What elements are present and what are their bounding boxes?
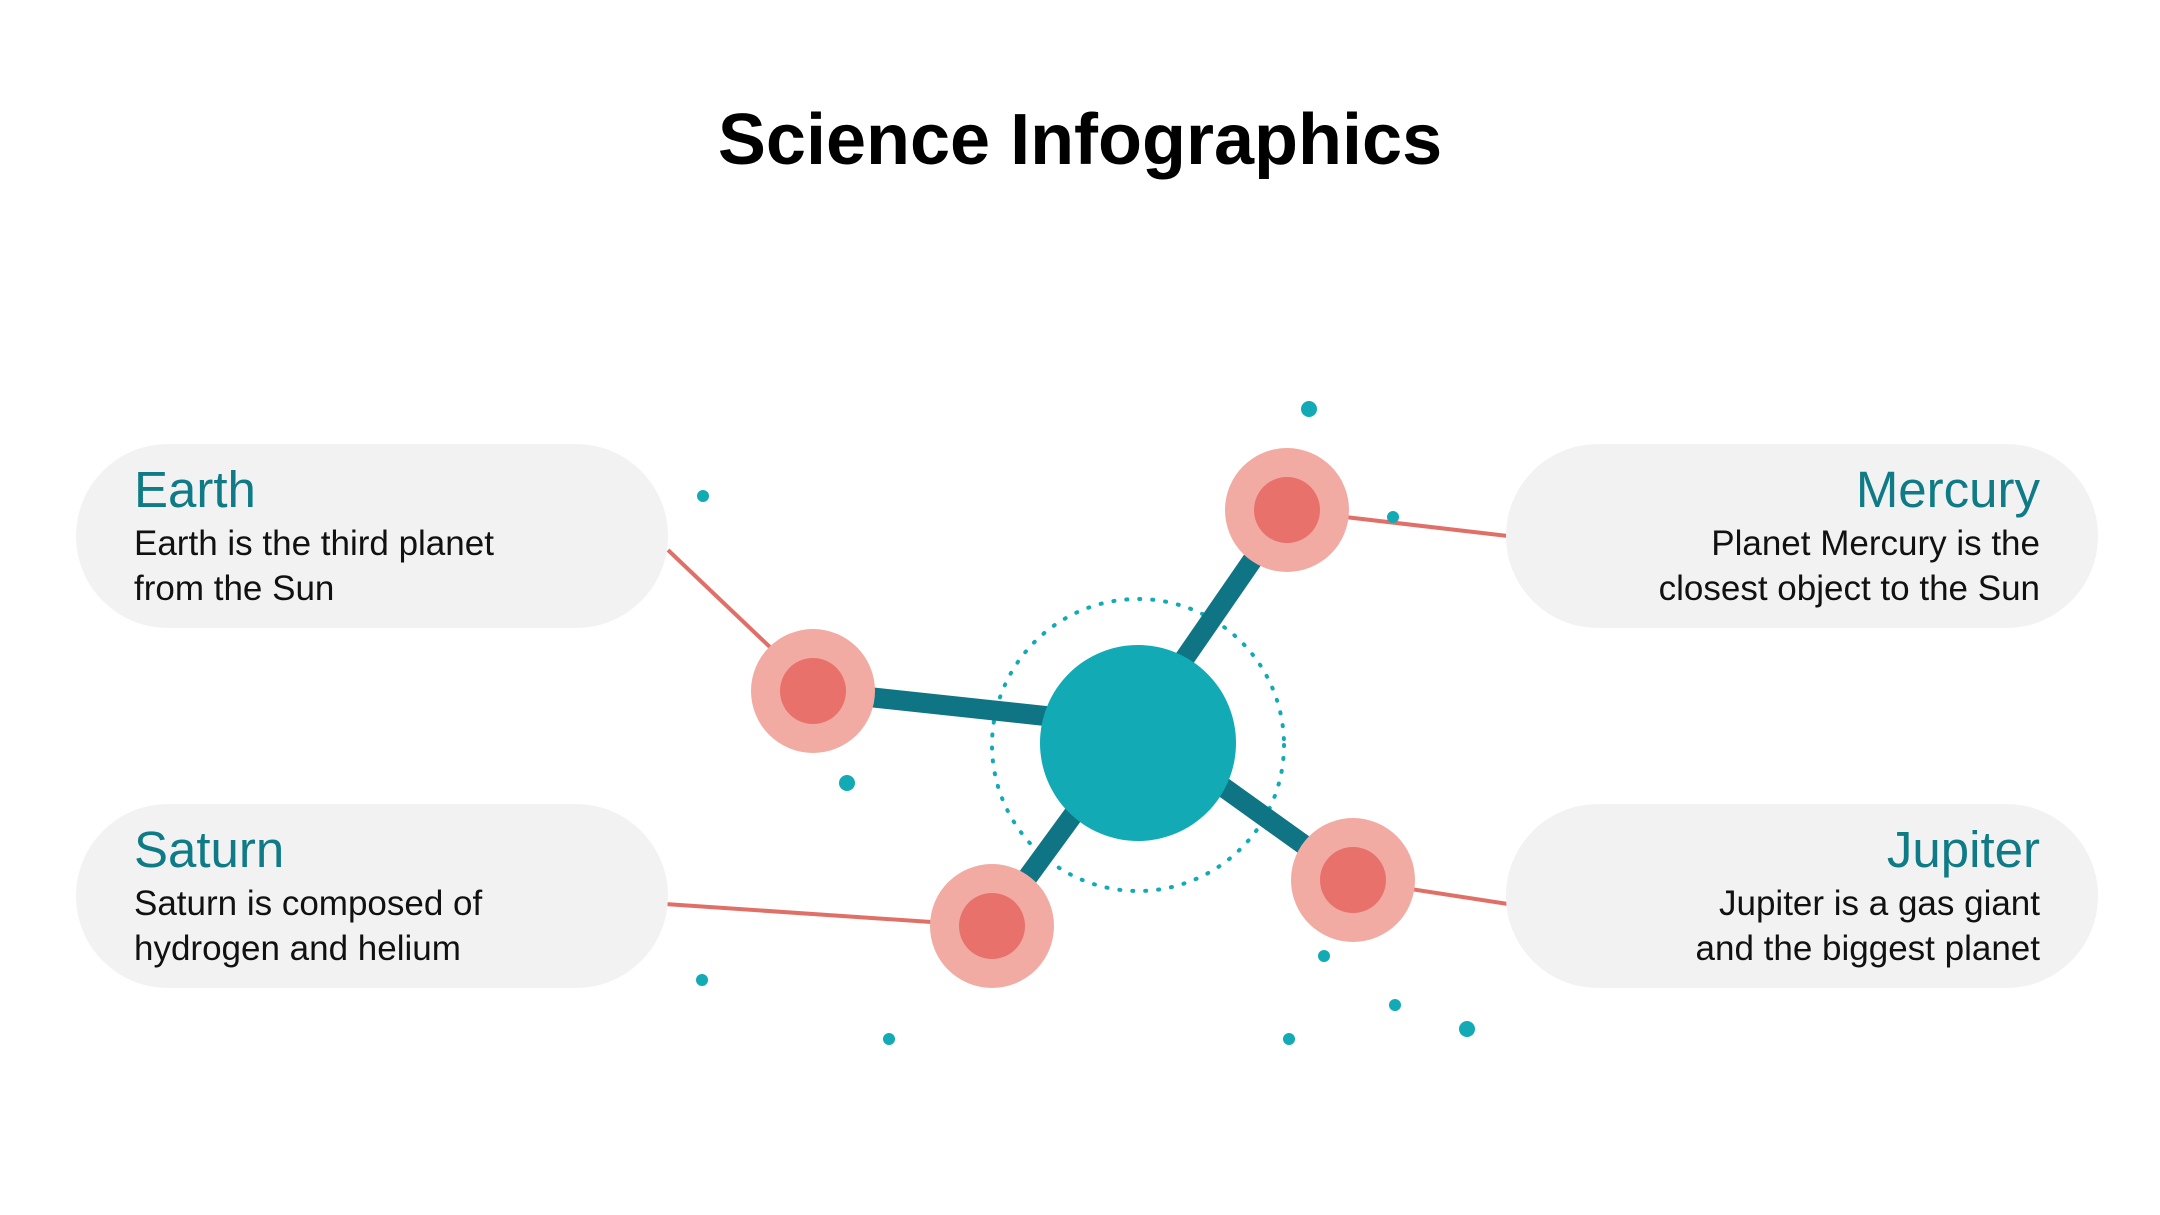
- card-mercury-title: Mercury: [1855, 461, 2040, 518]
- decor-dot: [696, 974, 708, 986]
- decor-dot: [1283, 1033, 1295, 1045]
- card-jupiter-title: Jupiter: [1886, 821, 2040, 878]
- atom-earth: [751, 629, 875, 753]
- card-mercury-line2: closest object to the Sun: [1658, 569, 2040, 608]
- decor-dot: [1318, 950, 1330, 962]
- decor-dot: [839, 775, 855, 791]
- core-atom: [1040, 645, 1236, 841]
- card-saturn-line1: Saturn is composed of: [134, 884, 483, 923]
- page-title: Science Infographics: [717, 100, 1443, 180]
- card-jupiter-line2: and the biggest planet: [1695, 929, 2040, 968]
- card-earth-line2: from the Sun: [134, 569, 335, 608]
- atom-saturn: [930, 864, 1054, 988]
- card-jupiter: Jupiter Jupiter is a gas giant and the b…: [1506, 804, 2098, 988]
- decor-dot: [1301, 401, 1317, 417]
- card-earth-line1: Earth is the third planet: [134, 524, 494, 563]
- card-earth-title: Earth: [134, 461, 256, 518]
- card-mercury: Mercury Planet Mercury is the closest ob…: [1506, 444, 2098, 628]
- atom-jupiter: [1291, 818, 1415, 942]
- decor-dot: [1459, 1021, 1475, 1037]
- decor-dot: [1389, 999, 1401, 1011]
- card-mercury-line1: Planet Mercury is the: [1711, 524, 2040, 563]
- decor-dot: [697, 490, 709, 502]
- card-earth: Earth Earth is the third planet from the…: [76, 444, 668, 628]
- decor-dot: [883, 1033, 895, 1045]
- decor-dot: [1387, 511, 1399, 523]
- card-saturn-title: Saturn: [134, 821, 285, 878]
- card-jupiter-line1: Jupiter is a gas giant: [1718, 884, 2040, 923]
- atom-mercury: [1225, 448, 1349, 572]
- card-saturn-line2: hydrogen and helium: [134, 929, 461, 968]
- orbit-ring: [990, 597, 1286, 893]
- card-saturn: Saturn Saturn is composed of hydrogen an…: [76, 804, 668, 988]
